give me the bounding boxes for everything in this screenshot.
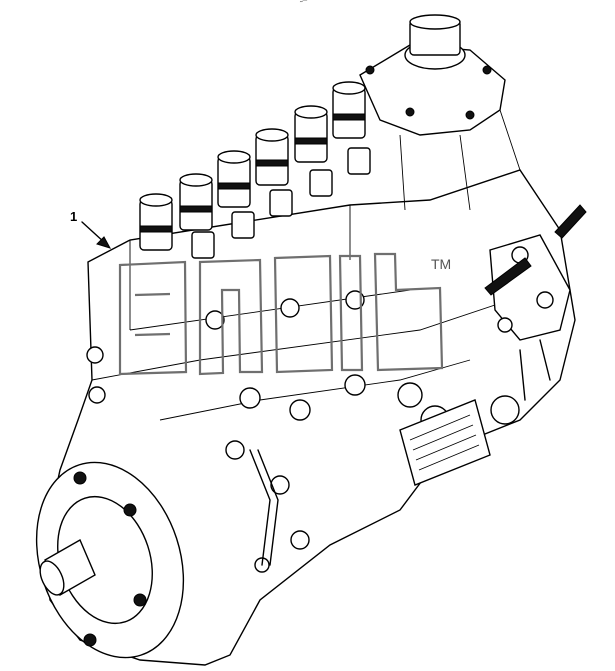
valve-holder-2 [179, 173, 255, 239]
watermark-logo [118, 252, 444, 376]
housing-bolts [86, 290, 520, 573]
valve-holder-4 [255, 128, 333, 197]
governor-housing [359, 14, 521, 211]
valve-holder-6 [332, 81, 366, 139]
watermark-tm: TM [431, 256, 452, 272]
drive-flange [35, 461, 185, 659]
top-mark: ˜¯ [300, 0, 308, 9]
callout-leader [81, 221, 112, 249]
valve-holder-3 [217, 150, 293, 217]
adjustment-arrows [484, 204, 587, 296]
linkage-lever [249, 449, 279, 566]
name-plate [399, 399, 491, 486]
delivery-valve-holders [139, 81, 371, 259]
valve-holder-1 [139, 193, 215, 259]
callout-label: 1 [70, 209, 78, 224]
valve-holder-5 [294, 105, 371, 175]
drive-shaft [39, 539, 96, 596]
